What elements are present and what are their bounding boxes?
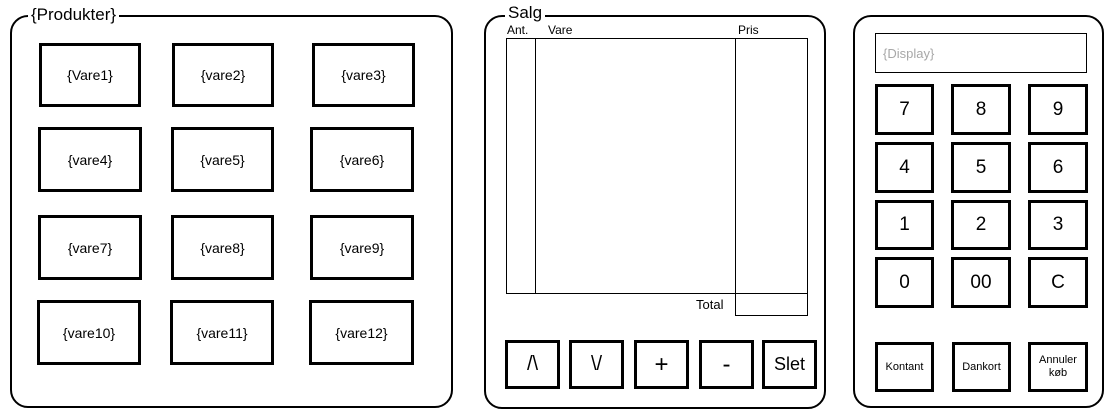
product-button-7[interactable]: {vare7}: [38, 215, 142, 280]
key-00[interactable]: 00: [951, 257, 1011, 308]
cancel-purchase-button[interactable]: Annuler køb: [1028, 342, 1088, 392]
product-button-1[interactable]: {Vare1}: [39, 43, 141, 107]
key-0[interactable]: 0: [875, 257, 934, 308]
product-button-3[interactable]: {vare3}: [312, 43, 415, 107]
sale-group: [484, 15, 826, 409]
key-1[interactable]: 1: [875, 200, 934, 250]
column-header-price: Pris: [738, 23, 759, 37]
key-2[interactable]: 2: [951, 200, 1011, 250]
increase-quantity-button[interactable]: +: [634, 340, 689, 389]
scroll-up-button[interactable]: /\: [505, 340, 560, 389]
scroll-down-button[interactable]: \/: [569, 340, 624, 389]
key-clear[interactable]: C: [1028, 257, 1088, 308]
key-7[interactable]: 7: [875, 84, 934, 135]
column-header-item: Vare: [548, 23, 573, 37]
column-header-qty: Ant.: [507, 23, 529, 37]
column-divider-qty: [535, 38, 536, 294]
decrease-quantity-button[interactable]: -: [699, 340, 754, 389]
key-5[interactable]: 5: [951, 142, 1011, 193]
sale-lines-table[interactable]: [506, 38, 808, 294]
total-value: [735, 294, 808, 316]
product-button-9[interactable]: {vare9}: [310, 215, 414, 280]
total-label: Total: [696, 297, 724, 312]
key-8[interactable]: 8: [951, 84, 1011, 135]
product-button-5[interactable]: {vare5}: [171, 127, 274, 192]
key-6[interactable]: 6: [1028, 142, 1088, 193]
column-divider-price: [735, 38, 736, 316]
key-4[interactable]: 4: [875, 142, 934, 193]
delete-line-button[interactable]: Slet: [762, 340, 817, 389]
product-button-4[interactable]: {vare4}: [38, 127, 142, 192]
product-button-8[interactable]: {vare8}: [171, 215, 274, 280]
display-field[interactable]: {Display}: [875, 33, 1087, 73]
key-9[interactable]: 9: [1028, 84, 1088, 135]
products-group: [10, 15, 453, 408]
product-button-6[interactable]: {vare6}: [310, 127, 414, 192]
product-button-2[interactable]: {vare2}: [172, 43, 274, 107]
keypad-group: [853, 15, 1104, 408]
pay-card-button[interactable]: Dankort: [952, 342, 1011, 392]
key-3[interactable]: 3: [1028, 200, 1088, 250]
pay-cash-button[interactable]: Kontant: [875, 342, 934, 392]
product-button-12[interactable]: {vare12}: [309, 300, 414, 365]
product-button-10[interactable]: {vare10}: [37, 300, 141, 365]
products-title: {Produkter}: [28, 6, 120, 24]
sale-title: Salg: [505, 4, 546, 22]
product-button-11[interactable]: {vare11}: [170, 300, 274, 365]
